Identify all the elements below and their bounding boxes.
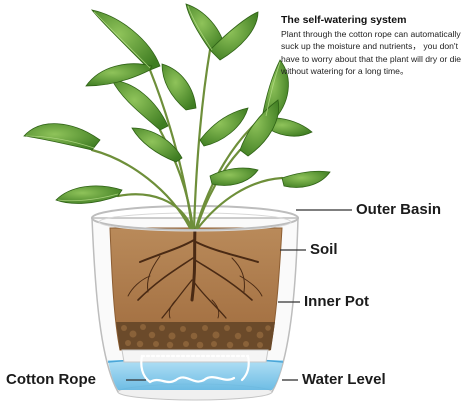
leader-lines [126,209,352,381]
label-inner-pot: Inner Pot [304,293,370,310]
label-cotton-rope: Cotton Rope [6,371,96,388]
cotton-rope [140,354,250,384]
pebbles [121,324,271,349]
label-soil: Soil [310,241,338,258]
info-title: The self-watering system [281,14,407,26]
info-body: Plant through the cotton rope can automa… [281,29,462,77]
label-water-level: Water Level [302,371,386,388]
plant-leaves [23,3,331,204]
label-outer-basin: Outer Basin [356,201,442,218]
roots [127,226,263,319]
water-reservoir [107,357,284,390]
inner-pot [109,227,283,363]
leaf-highlights [25,5,281,202]
